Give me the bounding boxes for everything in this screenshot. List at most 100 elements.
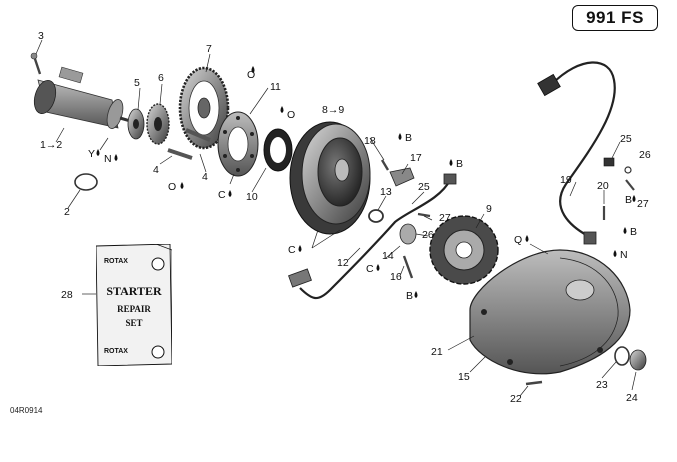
callout-c3: C [288,244,296,256]
callout-10: 10 [246,191,258,203]
model-badge: 991 FS [572,5,658,31]
drop-icon [376,264,380,271]
kit-title-line1: STARTER [106,284,162,298]
drop-icon [96,149,100,156]
drive-gear-5 [127,108,145,140]
bracket-17 [389,167,415,187]
callout-12: 12 [337,257,349,269]
callout-19: 19 [560,174,572,186]
callout-26b: 26 [639,149,651,161]
o-ring-2 [74,173,98,191]
gear-shaft-4a [167,148,193,160]
callout-18: 18 [364,135,376,147]
callout-17: 17 [410,152,422,164]
callout-21: 21 [431,346,443,358]
drop-icon [280,106,284,113]
callout-q: Q [514,234,522,246]
drop-icon [414,291,418,298]
callout-6: 6 [158,72,164,84]
drop-icon [114,154,118,161]
callout-4a: 4 [153,164,159,176]
rotor-flywheel-8 [289,121,371,235]
model-badge-text: 991 FS [586,8,644,27]
kit-title-line3: SET [125,318,143,328]
callout-23: 23 [596,379,608,391]
callout-2: 2 [64,206,70,218]
callout-6-o: O [247,69,255,81]
washer-13 [368,209,384,223]
callout-9: 9 [486,203,492,215]
callout-14: 14 [382,250,394,262]
callout-8-9: 8→9 [322,104,344,116]
callout-7: 7 [206,43,212,55]
sprague-clutch-11 [217,111,259,177]
drop-icon [298,245,302,252]
intermediate-gear-6 [146,103,170,145]
callout-13: 13 [380,186,392,198]
o-ring-23 [614,346,630,366]
callout-b: B [456,158,463,170]
leader-lines [35,39,637,397]
washer-26b [624,166,632,174]
drop-icon [525,235,529,242]
screw-18 [380,159,390,171]
drop-icon [623,227,627,234]
callout-16: 16 [390,271,402,283]
stator-9 [429,215,499,285]
drawing-code: 04R0914 [10,406,43,415]
callout-4b: 4 [202,171,208,183]
callout-o: O [168,181,176,193]
kit-title-line2: REPAIR [117,304,151,314]
drop-icon [398,133,402,140]
callout-26a: 26 [422,229,434,241]
callout-5: 5 [134,77,140,89]
drop-icon [228,190,232,197]
drop-icon [180,182,184,189]
screw-16 [402,255,414,279]
crank-sensor-harness [288,173,457,300]
callout-20: 20 [597,180,609,192]
callout-c1: C [218,189,226,201]
callout-24: 24 [626,392,638,404]
callout-b2: B [406,290,413,302]
callout-27a: 27 [439,212,451,224]
drop-icon [449,159,453,166]
callout-1-2: 1→2 [40,139,62,151]
callout-n1: N [104,153,112,165]
callout-22: 22 [510,393,522,405]
kit-brand-top: ROTAX [104,258,128,265]
cover-screw-22 [525,380,543,386]
seal-ring-10 [263,128,293,172]
callout-y: Y [88,148,95,160]
callout-18-b: B [405,132,412,144]
screw-27a [417,212,431,218]
callout-27b: 27 [637,198,649,210]
drop-icon [632,195,636,202]
magneto-cover-15 [469,249,631,375]
plug-24 [629,349,647,371]
callout-n2: N [620,249,628,261]
callout-25b: 25 [620,133,632,145]
gear-shaft-4b [185,128,211,142]
callout-15: 15 [458,371,470,383]
starter-motor [33,66,135,129]
clip-25 [603,157,615,167]
bushing-14 [399,223,417,245]
drop-icon [613,250,617,257]
callout-11-o: O [287,109,295,121]
starter-screw [30,52,42,75]
callout-b4: B [625,194,632,206]
speed-sensor-harness-19 [537,61,616,245]
drop-icon [251,66,255,73]
ring-gear-7 [178,66,230,150]
callout-11: 11 [270,81,281,93]
callout-3: 3 [38,30,44,42]
callout-b3: B [630,226,637,238]
screw-27b [625,179,635,191]
lube-drop-icons [96,66,636,298]
callout-c2: C [366,263,374,275]
callout-25a: 25 [418,181,430,193]
callout-28: 28 [61,289,73,301]
kit-brand-bottom: ROTAX [104,348,128,355]
